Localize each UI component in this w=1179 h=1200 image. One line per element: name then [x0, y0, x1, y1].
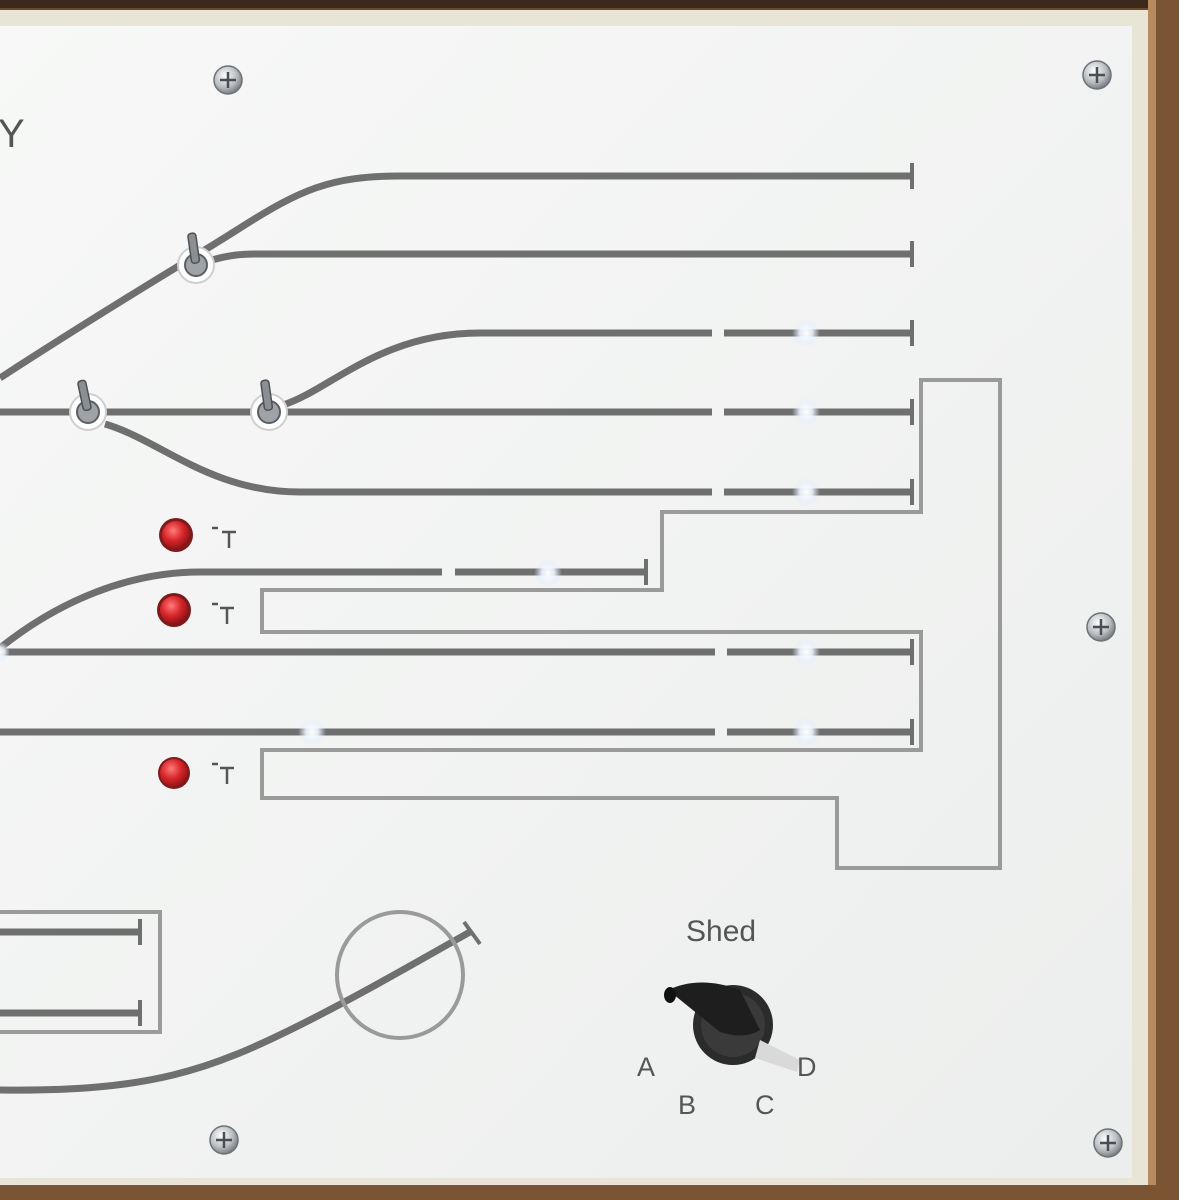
- outline-area: [0, 378, 1002, 1040]
- uncoupler-symbol-icon: [212, 526, 236, 548]
- selector-position-b: B: [678, 1090, 696, 1120]
- red-push-button-icon[interactable]: [157, 593, 191, 627]
- selector-position-a: A: [637, 1052, 655, 1082]
- mounting-screw-icon: [213, 65, 243, 95]
- track-line-6a: [0, 568, 442, 651]
- turntable-circle: [335, 910, 465, 1040]
- uncoupler-symbol-icon: [212, 762, 234, 784]
- track-line-2: [211, 250, 912, 264]
- track-line-1: [0, 172, 912, 381]
- indicator-leds: [0, 319, 820, 746]
- frame-right-lip: [1148, 0, 1156, 1200]
- frame-top-edge: [0, 0, 1179, 8]
- mounting-screw-icon: [1086, 612, 1116, 642]
- selector-position-d: D: [797, 1052, 817, 1082]
- frame-bottom-rail: [0, 1185, 1179, 1200]
- panel-title-fragment: Y: [0, 112, 25, 156]
- rotary-selector-knob-icon[interactable]: [664, 982, 800, 1073]
- siding-outline: [0, 910, 162, 1034]
- toggle-switches: [69, 232, 288, 431]
- yard-outline: [260, 378, 1002, 870]
- indicator-led-icon: [792, 478, 820, 506]
- indicator-led-icon: [0, 642, 10, 662]
- shed-label: Shed: [686, 915, 756, 948]
- uncoupler-symbol-icon: [212, 602, 234, 624]
- track-line-3a: [281, 329, 712, 409]
- buffer-stops: [138, 163, 914, 1026]
- indicator-led-icon: [792, 398, 820, 426]
- indicator-led-icon: [792, 638, 820, 666]
- buffer-stop: [462, 920, 482, 946]
- mounting-screw-icon: [209, 1125, 239, 1155]
- red-push-button-icon[interactable]: [159, 518, 193, 552]
- track-turntable-approach: [0, 928, 472, 1094]
- push-buttons: [157, 518, 193, 789]
- toggle-switch-icon[interactable]: [69, 379, 107, 431]
- frame-right-rail: [1155, 0, 1179, 1200]
- mounting-screws: [209, 60, 1123, 1158]
- indicator-led-icon: [792, 718, 820, 746]
- mounting-screw-icon: [1082, 60, 1112, 90]
- uncoupler-symbols: [212, 526, 236, 784]
- indicator-led-icon: [792, 319, 820, 347]
- selector-position-c: C: [755, 1090, 775, 1120]
- indicator-led-icon: [298, 718, 326, 746]
- toggle-switch-icon[interactable]: [177, 232, 215, 284]
- indicator-led-icon: [534, 559, 562, 587]
- mounting-screw-icon: [1093, 1128, 1123, 1158]
- track-line-5a: [104, 420, 712, 496]
- red-push-button-icon[interactable]: [158, 757, 190, 789]
- toggle-switch-icon[interactable]: [250, 379, 288, 431]
